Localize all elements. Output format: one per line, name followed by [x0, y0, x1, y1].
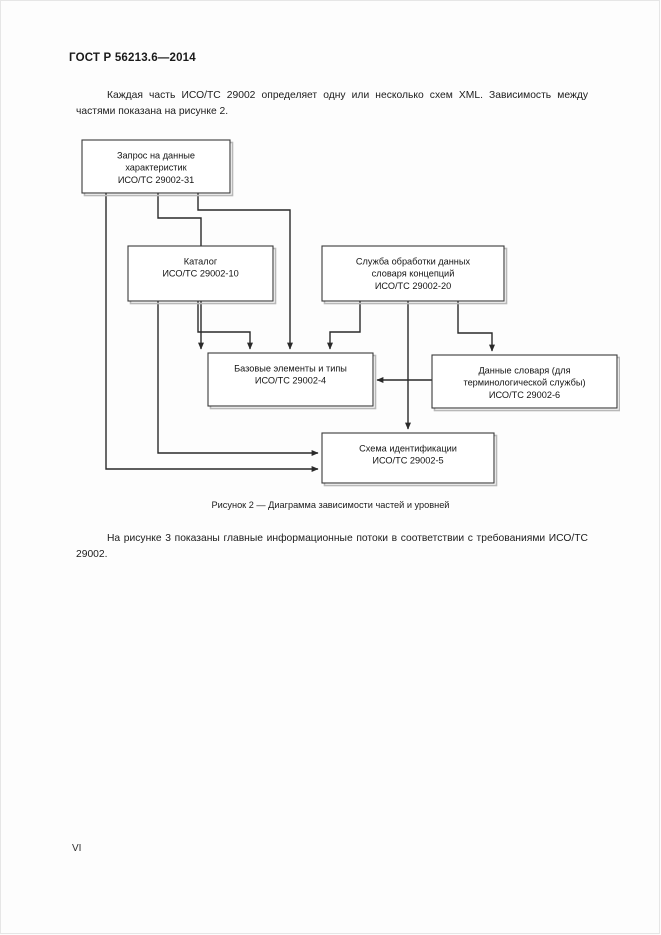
diagram-node-dictionary-data: Данные словаря (для терминологической слу… — [431, 354, 620, 412]
node-label-line: ИСО/ТС 29002-20 — [375, 281, 451, 291]
node-label-line: характеристик — [125, 163, 187, 173]
node-label-line: Служба обработки данных — [356, 256, 471, 266]
connectors-layer — [105, 193, 495, 472]
connector-catalog-to-scheme — [157, 301, 319, 456]
page-number: VI — [72, 843, 82, 854]
connector-service-to-dictionary — [457, 301, 495, 352]
node-label-line: словаря концепций — [372, 269, 455, 279]
connector-request-to-scheme-outer — [105, 193, 319, 472]
node-box — [431, 354, 618, 409]
node-label-line: ИСО/ТС 29002-10 — [162, 269, 238, 279]
node-label-line: Данные словаря (для — [478, 365, 570, 375]
paragraph-intro: Каждая часть ИСО/ТС 29002 определяет одн… — [76, 88, 588, 120]
node-box — [207, 352, 374, 407]
connector-catalog-to-base — [197, 301, 253, 350]
node-label-line: ИСО/ТС 29002-6 — [489, 390, 560, 400]
paragraph-outro: На рисунке 3 показаны главные информацио… — [76, 531, 588, 563]
connector-service-to-base — [327, 301, 361, 350]
node-box — [127, 245, 274, 302]
node-label-line: терминологической службы) — [463, 378, 585, 388]
standard-header: ГОСТ Р 56213.6—2014 — [69, 52, 196, 64]
diagram-node-concept-service: Служба обработки данных словаря концепций… — [321, 245, 508, 305]
node-label-line: Схема идентификации — [359, 443, 457, 453]
node-label-line: ИСО/ТС 29002-5 — [372, 456, 443, 466]
node-box — [321, 432, 495, 484]
node-box — [81, 139, 231, 194]
node-label-line: ИСО/ТС 29002-4 — [255, 376, 326, 386]
node-label-line: Запрос на данные — [117, 150, 195, 160]
node-box — [321, 245, 505, 302]
paragraph-intro-text: Каждая часть ИСО/ТС 29002 определяет одн… — [76, 90, 588, 117]
figure-caption: Рисунок 2 — Диаграмма зависимости частей… — [211, 500, 450, 510]
paragraph-outro-text: На рисунке 3 показаны главные информацио… — [76, 533, 588, 560]
node-label-line: Каталог — [184, 256, 218, 266]
node-label-line: ИСО/ТС 29002-31 — [118, 175, 194, 185]
node-label-line: Базовые элементы и типы — [234, 363, 347, 373]
connector-request-to-base — [197, 193, 293, 350]
